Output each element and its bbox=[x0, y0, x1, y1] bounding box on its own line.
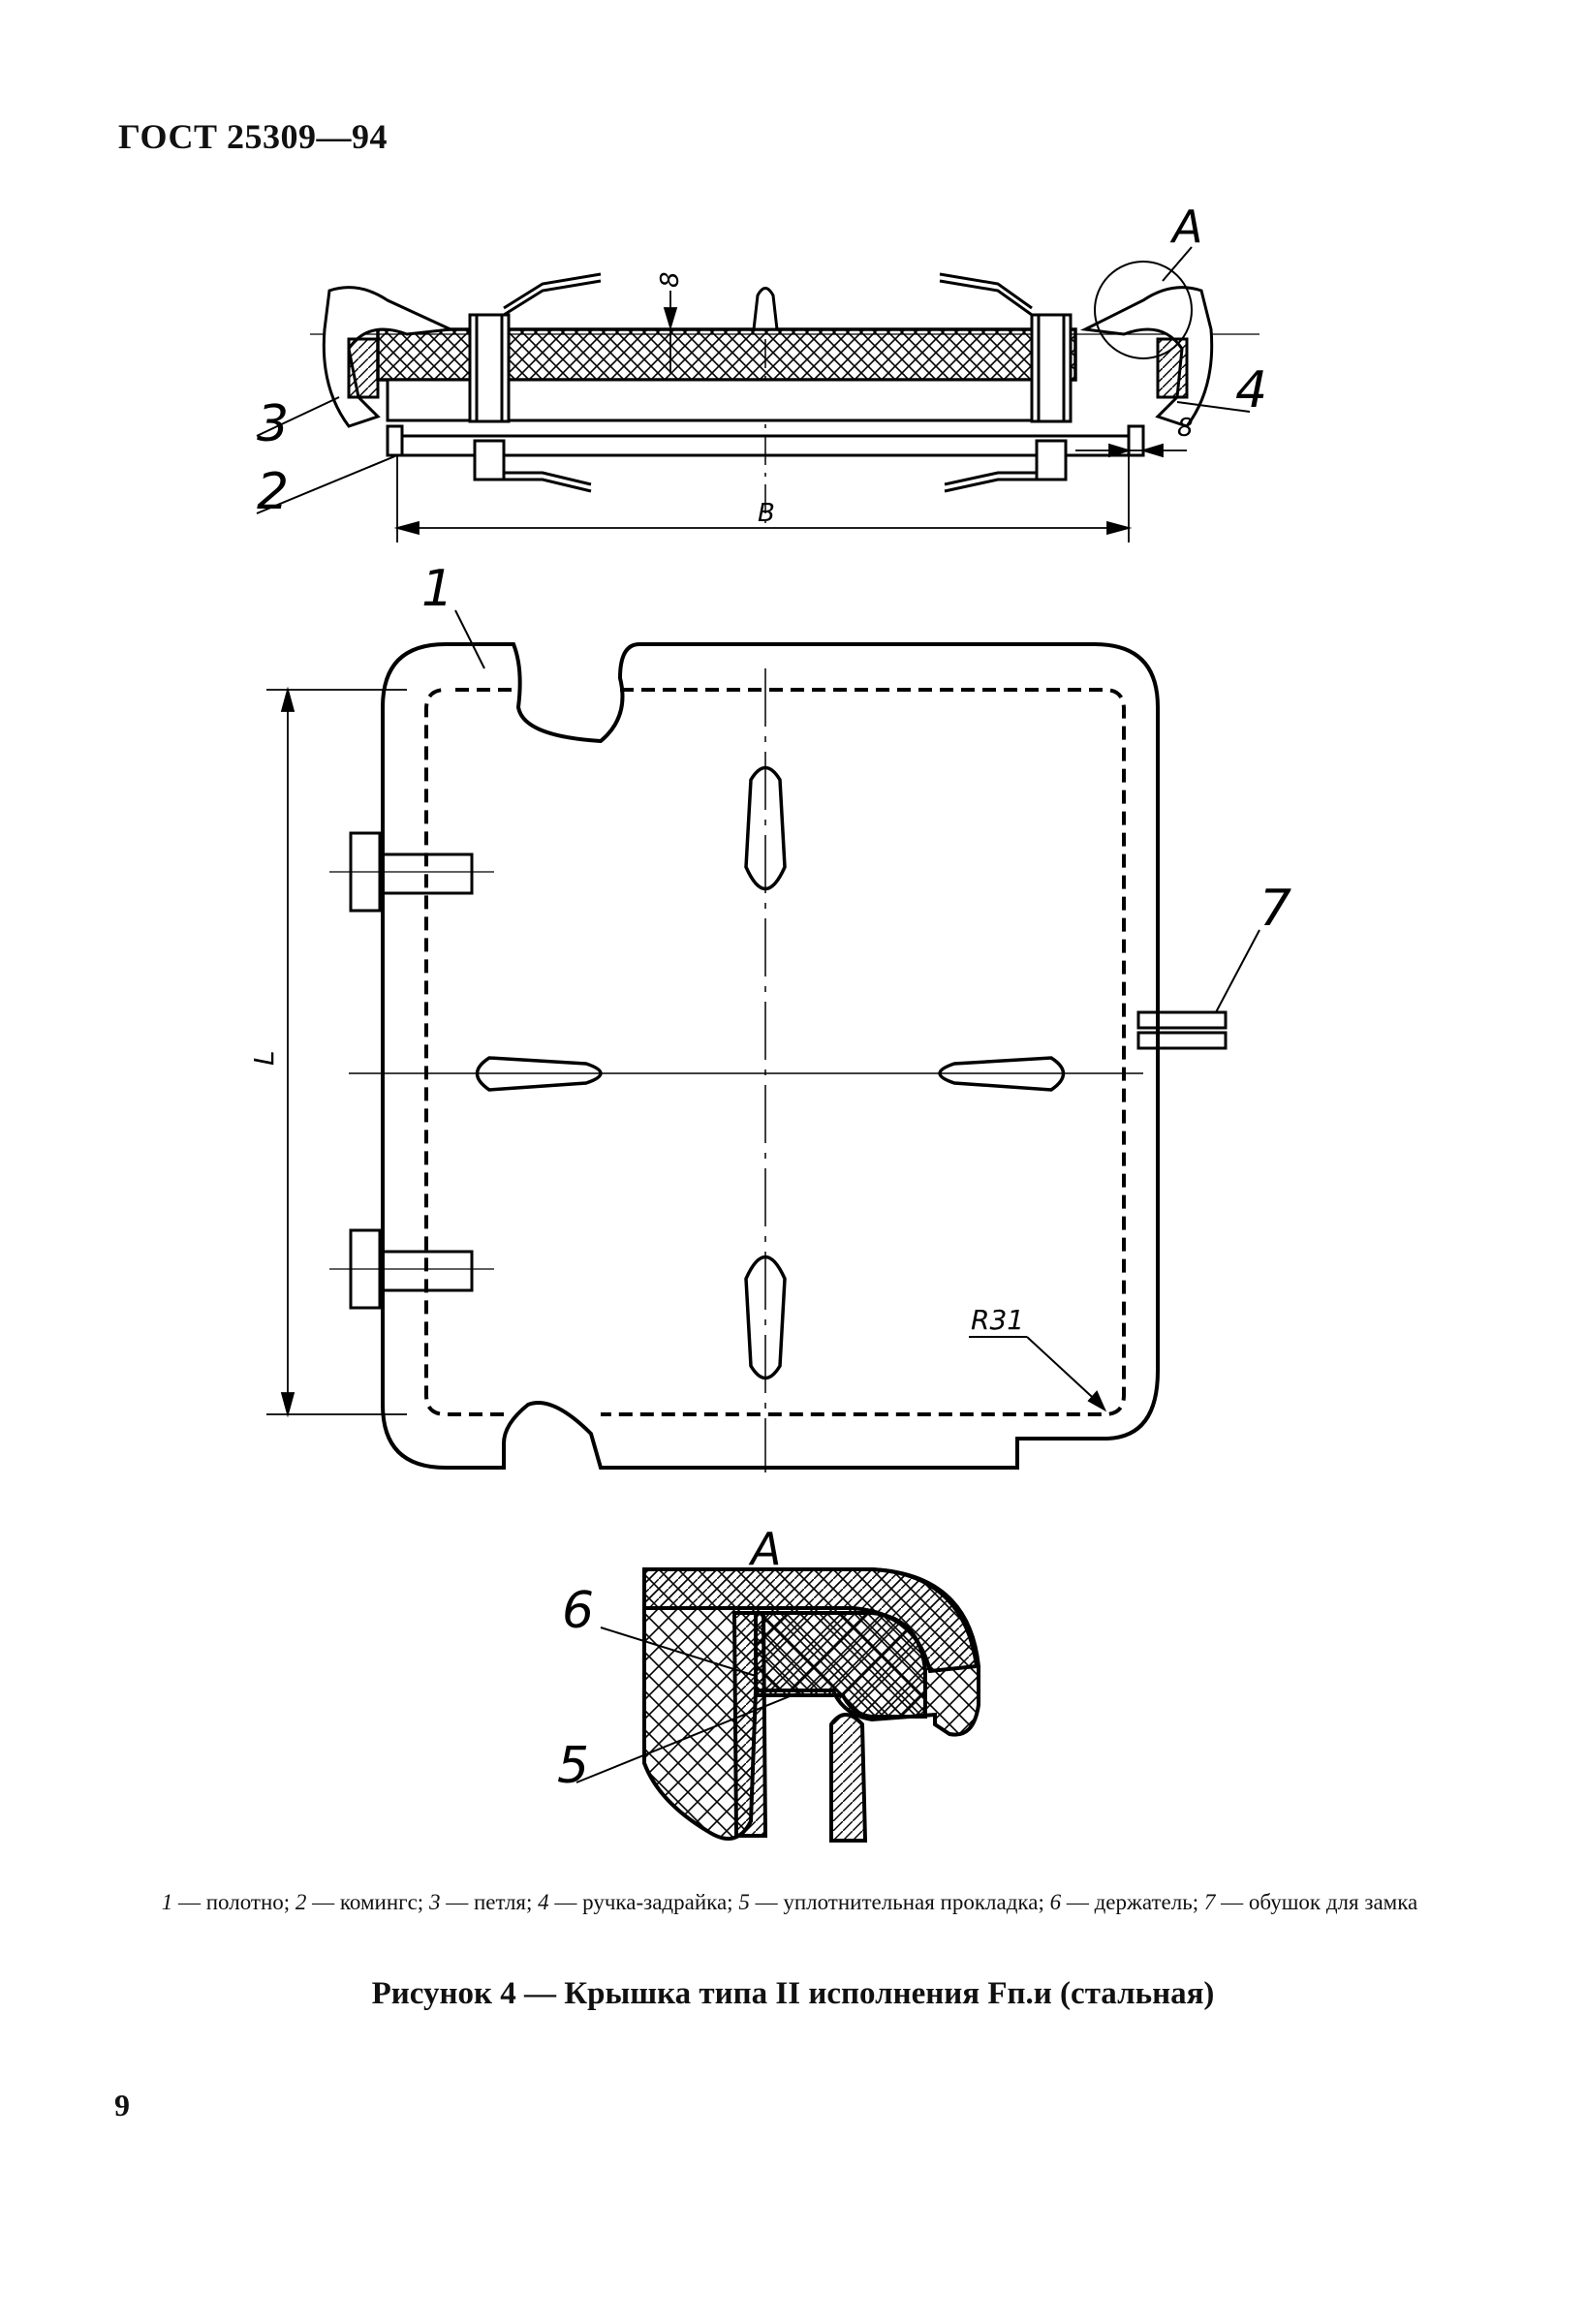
legend-num: 1 bbox=[161, 1890, 173, 1914]
dimension-b-label: B bbox=[758, 499, 775, 528]
gap-side-label: 8 bbox=[1177, 414, 1194, 443]
detail-label-top: A bbox=[1169, 201, 1202, 253]
figure-legend: 1 — полотно; 2 — комингс; 3 — петля; 4 —… bbox=[161, 1890, 1418, 1914]
detail-a bbox=[642, 1567, 980, 1843]
legend-text: полотно; bbox=[205, 1890, 291, 1914]
callout-3: 3 bbox=[257, 395, 289, 453]
dimension-l-label: L bbox=[248, 1050, 280, 1066]
section-view bbox=[310, 261, 1259, 523]
radius-label: R31 bbox=[971, 1304, 1024, 1336]
dimension-b bbox=[393, 455, 1133, 542]
plan-view bbox=[329, 642, 1228, 1472]
figure-caption: Рисунок 4 — Крышка типа II исполнения Fп… bbox=[371, 1976, 1215, 2011]
document-header: ГОСТ 25309—94 bbox=[118, 117, 388, 156]
callout-7: 7 bbox=[1259, 880, 1291, 938]
page-number: 9 bbox=[114, 2088, 130, 2123]
callout-6: 6 bbox=[562, 1582, 594, 1640]
detail-label: A bbox=[748, 1523, 781, 1575]
callout-2: 2 bbox=[257, 463, 289, 521]
dimension-l bbox=[266, 686, 407, 1418]
callout-4: 4 bbox=[1235, 361, 1267, 419]
gap-top-label: 8 bbox=[656, 271, 685, 288]
callout-5: 5 bbox=[557, 1737, 589, 1795]
callout-1: 1 bbox=[421, 560, 453, 618]
